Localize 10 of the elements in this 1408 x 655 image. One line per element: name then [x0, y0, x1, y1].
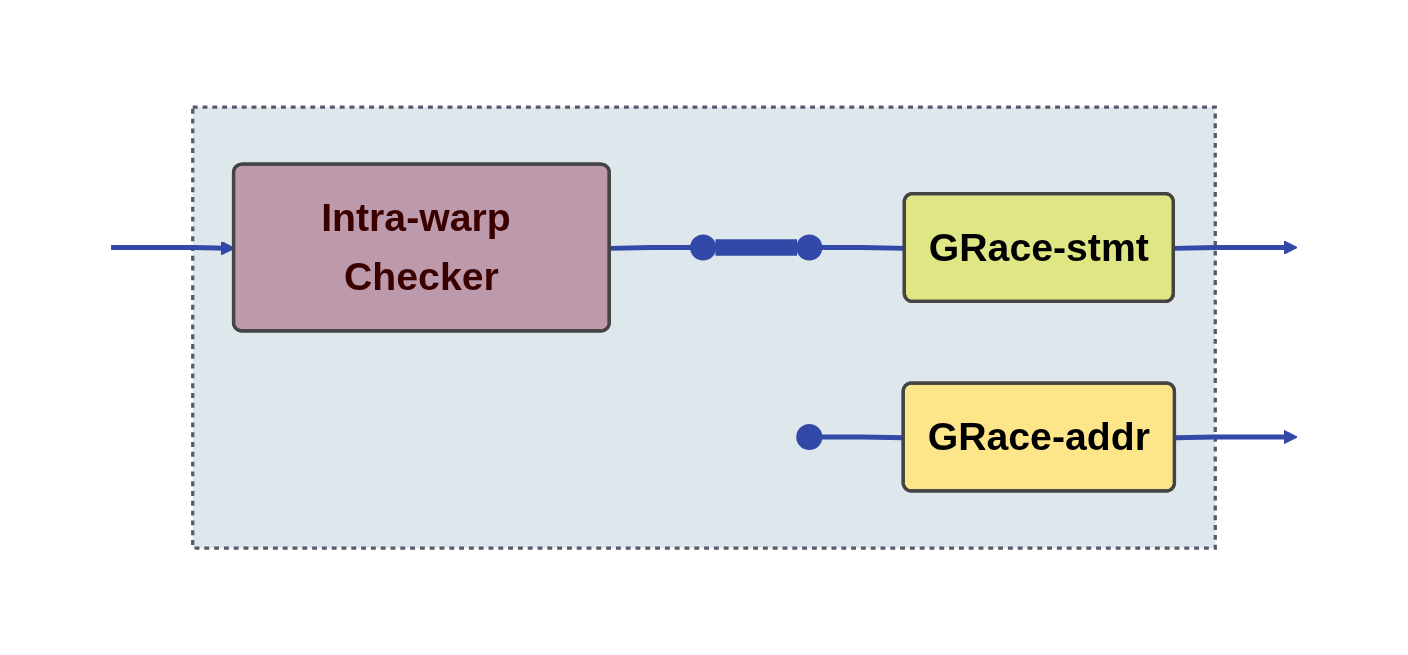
connector	[821, 245, 906, 251]
connector	[821, 434, 905, 441]
arrow	[1175, 429, 1298, 445]
cluster	[191, 105, 1217, 550]
node-circle	[690, 234, 717, 261]
node-circle	[796, 234, 823, 261]
connector	[610, 245, 691, 251]
connector	[715, 239, 798, 256]
arrow	[1174, 240, 1298, 255]
node-circle	[796, 423, 823, 450]
